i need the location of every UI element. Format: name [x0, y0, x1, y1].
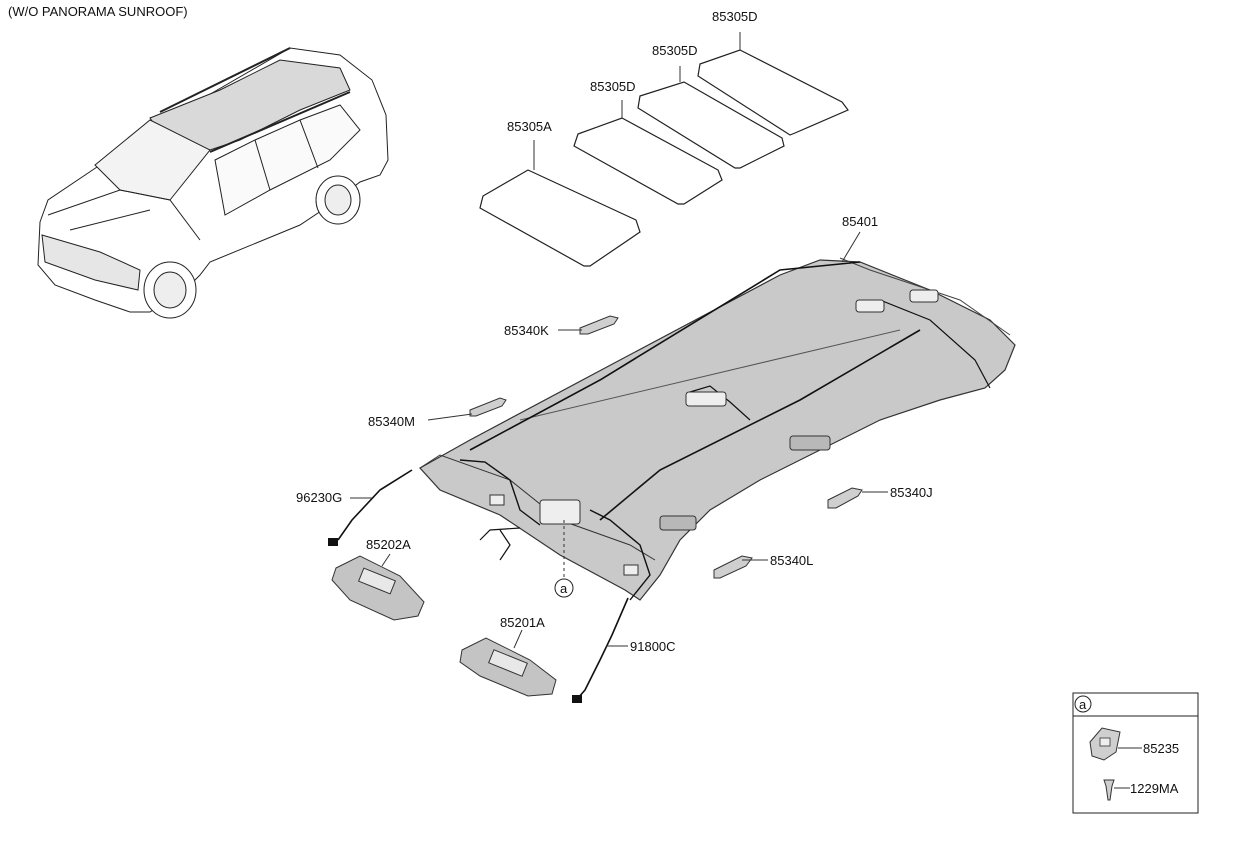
grip-85340J — [827, 487, 863, 509]
vehicle-illustration — [37, 47, 389, 319]
glass-panels — [479, 49, 849, 267]
label-85340L: 85340L — [770, 553, 813, 568]
label-85340K: 85340K — [504, 323, 549, 338]
connector-91800C — [572, 695, 582, 703]
label-85201A: 85201A — [500, 615, 545, 630]
panel-85305D-mid — [637, 81, 785, 169]
label-85235: 85235 — [1143, 741, 1179, 756]
connector-96230G — [328, 538, 338, 546]
label-96230G: 96230G — [296, 490, 342, 505]
sun-visors — [331, 555, 557, 697]
panel-85305A — [479, 169, 641, 267]
label-85401: 85401 — [842, 214, 878, 229]
leader-lines — [350, 32, 888, 649]
callout-labels: 85305D 85305D 85305D 85305A 85401 85340K… — [296, 9, 933, 654]
inset-marker: a — [1079, 697, 1087, 712]
label-85202A: 85202A — [366, 537, 411, 552]
panel-85305D-front — [573, 117, 723, 205]
grip-85340M — [469, 397, 507, 417]
inset-detail-a: a 85235 1229MA — [1072, 692, 1199, 814]
harness-91800C — [577, 597, 629, 699]
label-85340J: 85340J — [890, 485, 933, 500]
label-85305A: 85305A — [507, 119, 552, 134]
label-85340M: 85340M — [368, 414, 415, 429]
svg-text:a: a — [560, 581, 568, 596]
label-85305D-2: 85305D — [652, 43, 698, 58]
screw-1229MA — [1103, 779, 1115, 801]
headliner-85401 — [419, 259, 1016, 601]
ref-marker-a: a — [554, 578, 574, 598]
grip-85340L — [713, 555, 753, 579]
diagram-heading: (W/O PANORAMA SUNROOF) — [8, 4, 188, 19]
grip-85340K — [579, 315, 619, 335]
label-85305D-3: 85305D — [590, 79, 636, 94]
headliner-assembly — [419, 257, 1016, 601]
harness-96230G — [337, 469, 413, 541]
label-85305D-1: 85305D — [712, 9, 758, 24]
panel-85305D-rear — [697, 49, 849, 136]
label-91800C: 91800C — [630, 639, 676, 654]
label-1229MA: 1229MA — [1130, 781, 1179, 796]
assist-grips — [469, 315, 863, 579]
